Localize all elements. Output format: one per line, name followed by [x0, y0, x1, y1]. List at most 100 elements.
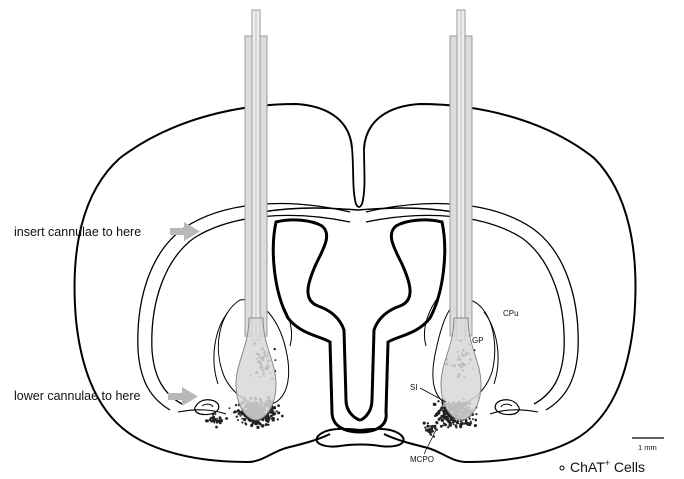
chat-cell-dot — [277, 404, 280, 407]
chat-cell-dot — [455, 426, 457, 428]
chat-cell-dot — [442, 404, 444, 406]
interhemispheric-fissure — [352, 148, 365, 207]
chat-cell-dot — [277, 411, 280, 414]
chat-cell-dot — [216, 418, 218, 420]
chat-cell-dot — [265, 423, 268, 426]
chat-cell-dot — [236, 415, 238, 417]
right-cannula-bulb — [441, 318, 481, 420]
midline-structures — [262, 148, 454, 447]
right-cannula — [441, 10, 481, 420]
chat-cell-dot — [211, 417, 213, 419]
chat-cell-dot — [423, 422, 426, 425]
left-cortex-line — [178, 410, 226, 414]
chat-cell-dot — [237, 419, 239, 421]
scale-bar: 1 mm — [632, 438, 664, 452]
left-anterior-commissure — [195, 400, 219, 415]
legend-label: ChAT+ Cells — [570, 458, 645, 475]
chat-cell-dot — [262, 419, 265, 422]
chat-cell-dot — [276, 410, 278, 412]
chat-cell-dot — [243, 418, 246, 421]
chat-cell-dot — [472, 418, 474, 420]
right-internal-capsule — [484, 312, 498, 384]
chat-cell-dot — [453, 419, 456, 422]
left-internal-capsule — [214, 312, 228, 384]
chat-cell-dot — [447, 426, 449, 428]
chat-cell-dot — [215, 426, 218, 429]
chat-cell-dot — [219, 422, 222, 425]
chat-cell-dot — [214, 422, 216, 424]
chat-cell-dot — [267, 418, 271, 422]
chat-cell-dot — [447, 417, 449, 419]
chat-cell-dot — [475, 413, 477, 415]
chat-cell-dot — [272, 418, 275, 421]
chat-cell-dot — [214, 413, 216, 415]
legend-cell-marker — [560, 466, 564, 470]
chat-cell-dot — [256, 426, 259, 429]
chat-cell-dot — [427, 422, 429, 424]
chat-cell-dot — [443, 415, 446, 418]
chat-cell-dot — [442, 424, 444, 426]
chat-cell-dot — [229, 407, 231, 409]
chat-cell-dot — [443, 422, 445, 424]
chat-cell-dot — [467, 422, 469, 424]
chat-cell-dot — [244, 422, 247, 425]
chat-cell-dot — [474, 419, 477, 422]
chat-cell-dot — [440, 415, 443, 418]
chat-cell-dot — [254, 422, 256, 424]
chat-cell-dot — [250, 424, 253, 427]
chat-cell-dot — [468, 417, 470, 419]
left-ac-inner — [202, 404, 213, 407]
lateral-ventricles — [273, 220, 444, 432]
chat-cell-dot — [433, 403, 436, 406]
right-hemisphere-outline — [364, 104, 635, 462]
chat-cell-dot — [435, 421, 437, 423]
chat-cell-dot — [441, 419, 445, 423]
gp-label: GP — [472, 336, 484, 345]
chat-cell-dot — [451, 419, 453, 421]
chat-cell-dot — [274, 359, 276, 361]
corpus-callosum-band — [262, 208, 454, 212]
right-anterior-commissure — [495, 400, 519, 415]
chat-cell-dot — [429, 429, 432, 432]
legend: ChAT+ Cells — [560, 458, 645, 475]
chat-cell-dot — [241, 418, 243, 420]
chat-cell-dot — [220, 419, 222, 421]
chat-cell-dot — [225, 418, 227, 420]
chat-cell-dot — [205, 419, 208, 422]
right-ac-inner — [501, 404, 512, 407]
chat-cell-dot — [273, 406, 277, 410]
lower-arrow-shaft — [168, 393, 184, 400]
chat-cell-dot — [235, 404, 237, 406]
chat-cell-dot — [252, 421, 254, 423]
chat-cell-dot — [424, 426, 426, 428]
si-label: SI — [410, 383, 418, 392]
chat-cell-dot — [435, 413, 439, 417]
chat-cell-dot — [440, 406, 443, 409]
scale-bar-label: 1 mm — [638, 443, 657, 452]
chat-cell-dot — [277, 418, 279, 420]
legend-label-main: ChAT — [570, 459, 605, 475]
chat-cell-dot — [267, 424, 269, 426]
legend-label-rest: Cells — [610, 459, 645, 475]
mcpo-label: MCPO — [410, 455, 434, 464]
cpu-label: CPu — [503, 309, 519, 318]
right-hemisphere — [364, 104, 635, 462]
chat-cell-dot — [241, 421, 243, 423]
left-cannula-bulb — [236, 318, 276, 420]
chat-cell-dot — [453, 423, 455, 425]
insert-cannulae-label: insert cannulae to here — [14, 225, 141, 239]
chat-cell-dot — [212, 413, 215, 416]
chat-cell-dot — [209, 419, 211, 421]
chat-cell-dot — [470, 421, 472, 423]
insert-arrow-head — [184, 222, 200, 241]
chat-cell-dot — [233, 411, 235, 413]
chat-cell-dot — [431, 428, 433, 430]
chat-cell-dot — [274, 348, 276, 350]
chat-cell-dot — [272, 414, 274, 416]
left-cannula — [236, 10, 276, 420]
chat-cell-dot — [239, 415, 241, 417]
chat-cell-dot — [218, 419, 220, 421]
chat-cell-dot — [430, 434, 432, 436]
chat-cell-dot — [437, 400, 439, 402]
